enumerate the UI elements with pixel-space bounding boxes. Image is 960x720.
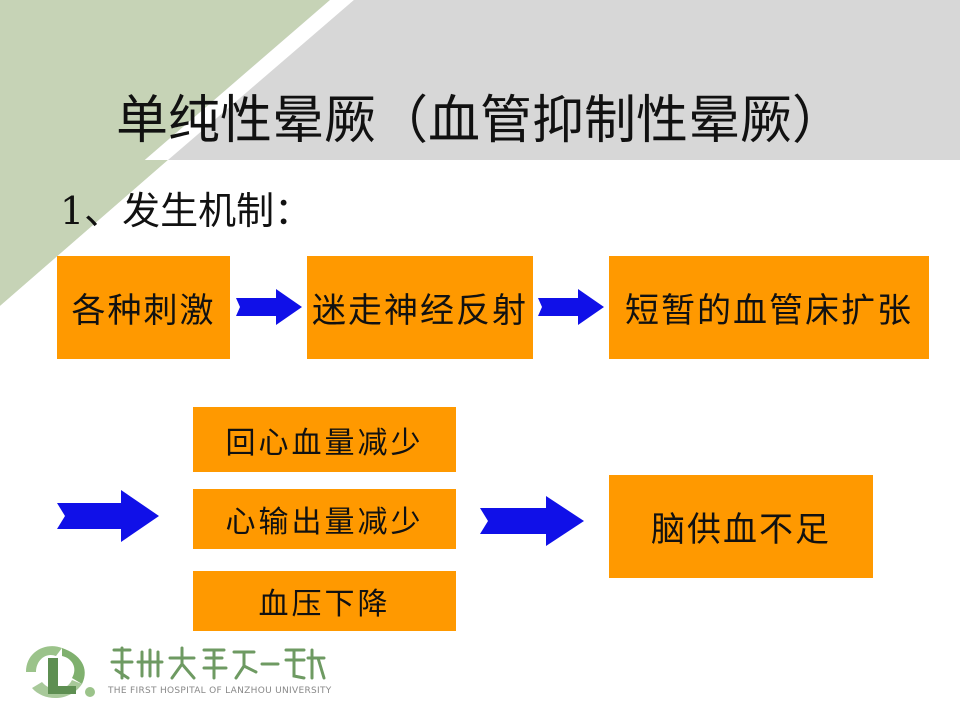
right-arrow-icon (57, 490, 159, 542)
box-blood-pressure-drop: 血压下降 (193, 571, 456, 631)
box-venous-return-decrease: 回心血量减少 (193, 407, 456, 472)
box-vascular-bed-dilation: 短暂的血管床扩张 (609, 256, 929, 359)
box-various-stimuli: 各种刺激 (57, 256, 230, 359)
right-arrow-icon (236, 289, 302, 325)
box-cardiac-output-decrease: 心输出量减少 (193, 489, 456, 549)
hospital-wordmark (110, 646, 326, 680)
right-arrow-icon (538, 289, 604, 325)
hospital-name-english: THE FIRST HOSPITAL OF LANZHOU UNIVERSITY (108, 686, 332, 696)
right-arrow-icon (480, 496, 584, 546)
hospital-logo-icon (26, 646, 95, 699)
section-heading: 1、发生机制： (60, 189, 313, 233)
slide-title: 单纯性晕厥（血管抑制性晕厥） (115, 91, 844, 151)
box-cerebral-insufficiency: 脑供血不足 (609, 475, 873, 578)
box-vagal-reflex: 迷走神经反射 (307, 256, 533, 359)
